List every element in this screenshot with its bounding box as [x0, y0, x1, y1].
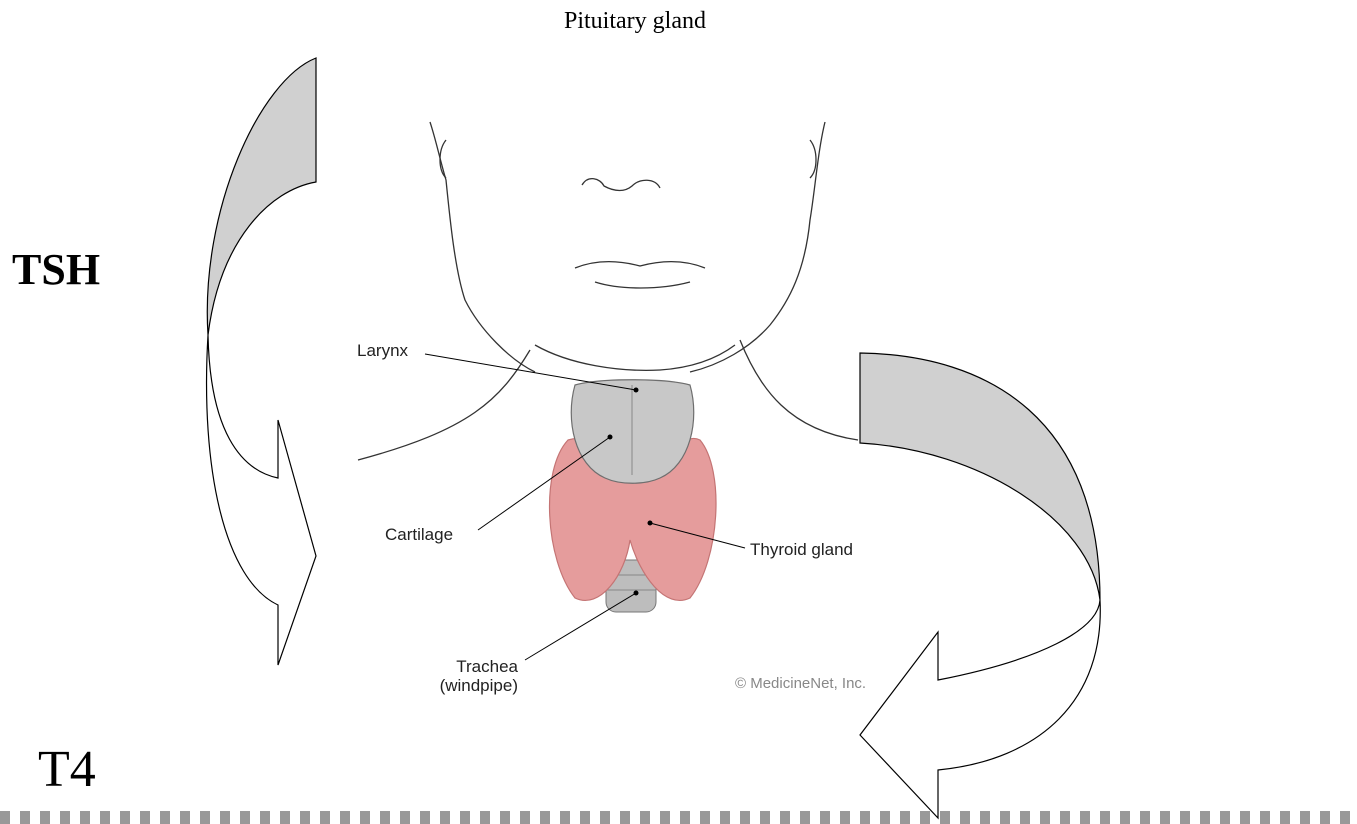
face-left-contour	[430, 122, 535, 372]
cartilage-label: Cartilage	[385, 525, 453, 544]
nose	[582, 179, 660, 191]
thyroid-illustration	[550, 380, 716, 612]
larynx-label: Larynx	[357, 341, 409, 360]
face-right-contour	[690, 122, 825, 372]
right-arrow-gray-band	[860, 353, 1100, 600]
neck-right-line	[740, 340, 858, 440]
windpipe-label: (windpipe)	[440, 676, 518, 695]
lower-lip	[595, 282, 690, 288]
trachea-label: Trachea	[456, 657, 518, 676]
thyroid-gland-label: Thyroid gland	[750, 540, 853, 559]
left-arrow-gray-band	[207, 58, 316, 335]
left-curved-arrow	[207, 58, 316, 665]
upper-lip	[575, 262, 705, 268]
neck-left-line	[358, 350, 530, 460]
left-arrow-white-body	[207, 335, 316, 665]
right-arrow-white-body	[860, 600, 1100, 818]
copyright-text: © MedicineNet, Inc.	[735, 675, 866, 692]
jaw-line	[535, 345, 735, 370]
right-ear	[810, 140, 816, 178]
right-curved-arrow	[860, 353, 1100, 818]
